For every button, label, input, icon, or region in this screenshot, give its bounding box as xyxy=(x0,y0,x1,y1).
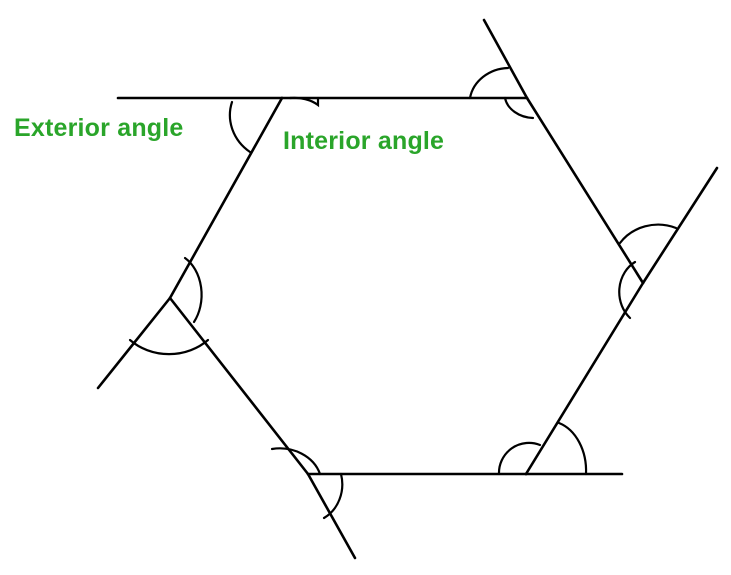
interior-arc-bottom-right xyxy=(497,441,542,476)
interior-arc-left xyxy=(183,256,203,324)
exterior-arc-left xyxy=(128,338,210,356)
hexagon-edge-top-right xyxy=(525,96,645,285)
exterior-angle-label: Exterior angle xyxy=(14,114,184,142)
hexagon-edge-right xyxy=(524,281,645,476)
right-lower-side-extension xyxy=(641,166,719,285)
exterior-arc-right xyxy=(618,223,678,245)
interior-angle-label: Interior angle xyxy=(283,127,445,155)
hexagon-edge-left xyxy=(168,96,284,300)
interior-arc-top-left xyxy=(288,96,320,108)
bottom-left-side-extension xyxy=(306,472,357,560)
top-right-side-extension xyxy=(482,18,529,100)
angle-arcs xyxy=(128,66,678,520)
interior-arc-top-right xyxy=(503,96,535,120)
extended-side-lines xyxy=(96,18,719,560)
interior-arc-bottom-left xyxy=(270,447,322,476)
exterior-arc-bottom-left xyxy=(322,472,344,520)
hexagon-edges xyxy=(168,96,645,476)
exterior-arc-top-right xyxy=(468,66,510,100)
exterior-arc-top-left xyxy=(228,100,252,154)
hexagon-edge-bottom-left xyxy=(168,296,310,476)
interior-arc-right xyxy=(618,260,637,320)
exterior-arc-bottom-right xyxy=(557,421,588,476)
